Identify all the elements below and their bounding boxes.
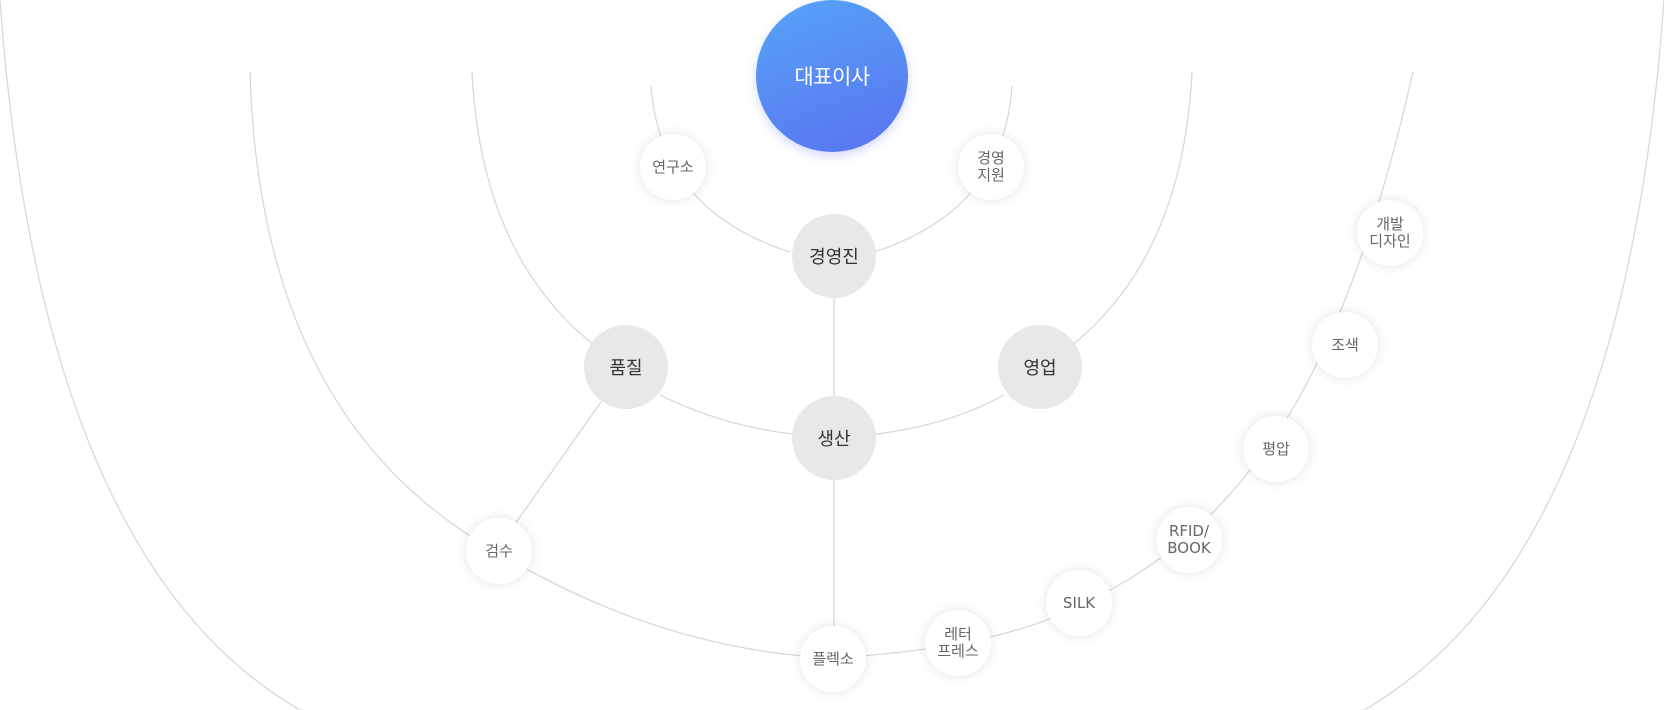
color-matching-node[interactable]: 조색 (1312, 312, 1378, 378)
inspection-label: 검수 (485, 541, 513, 560)
arc-inspection-flexo (249, 71, 833, 659)
arc-sales (1039, 71, 1193, 369)
rfid-book-label-1: RFID/ (1168, 522, 1210, 540)
management-support-label-2: 지원 (977, 166, 1005, 184)
research-label: 연구소 (652, 157, 694, 176)
arc-quality (471, 71, 628, 369)
silk-node[interactable]: SILK (1046, 570, 1112, 636)
research-node[interactable]: 연구소 (640, 134, 706, 200)
sales-node[interactable]: 영업 (998, 325, 1082, 409)
flatbed-node[interactable]: 평압 (1243, 416, 1309, 482)
flexo-label: 플렉소 (812, 649, 854, 668)
rfid-book-label-2: BOOK (1167, 539, 1211, 557)
executive-node[interactable]: 경영진 (792, 214, 876, 298)
color-matching-label: 조색 (1331, 335, 1359, 354)
ceo-label: 대표이사 (794, 65, 870, 89)
ceo-node[interactable]: 대표이사 (756, 0, 908, 152)
inspection-node[interactable]: 검수 (466, 518, 532, 584)
management-support-label-1: 경영 (977, 149, 1005, 167)
production-node[interactable]: 생산 (792, 396, 876, 480)
quality-label: 품질 (609, 358, 643, 379)
flexo-node[interactable]: 플렉소 (800, 626, 866, 692)
quality-node[interactable]: 품질 (584, 325, 668, 409)
rfid-book-node[interactable]: RFID/ BOOK (1156, 507, 1222, 573)
letterpress-node[interactable]: 레터 프레스 (925, 610, 991, 676)
silk-label: SILK (1062, 593, 1096, 612)
arc-prod-sales (875, 394, 1005, 435)
dev-design-label-1: 개발 (1376, 215, 1404, 233)
flatbed-label: 평압 (1262, 439, 1290, 458)
production-label: 생산 (817, 429, 851, 450)
executive-label: 경영진 (809, 247, 859, 268)
dev-design-node[interactable]: 개발 디자인 (1357, 200, 1423, 266)
arc-quality-prod (659, 394, 793, 435)
line-quality-inspection (514, 401, 602, 525)
sales-label: 영업 (1023, 358, 1057, 379)
letterpress-label-2: 프레스 (937, 642, 979, 660)
management-support-node[interactable]: 경영 지원 (958, 134, 1024, 200)
dev-design-label-2: 디자인 (1369, 232, 1411, 250)
letterpress-label-1: 레터 (944, 625, 972, 643)
